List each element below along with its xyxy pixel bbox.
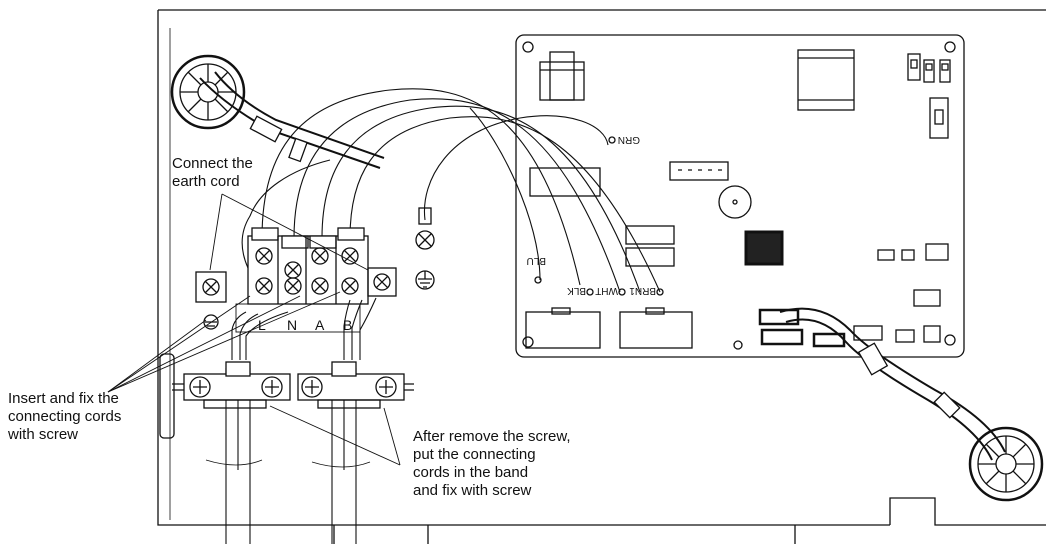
pcb-label-blk: BLK [567, 285, 586, 296]
terminal-label-a: A [315, 317, 325, 333]
cable-bands [159, 353, 414, 439]
callout-connect-earth-cord: Connect the earth cord [172, 155, 253, 190]
terminal-label-group: L N A B [258, 317, 352, 333]
right-grommet [968, 426, 1044, 502]
connecting-cords [205, 297, 377, 544]
left-earth-terminal [195, 271, 227, 330]
terminal-label-l: L [258, 317, 266, 333]
leader-lines [107, 193, 401, 466]
terminal-label-n: N [287, 317, 297, 333]
callout-insert-and-fix-cords: Insert and fix the connecting cords with… [8, 390, 122, 443]
pcb-label-brn1: BRN1 [629, 285, 656, 296]
wire-bundle [241, 88, 661, 293]
right-earth-terminal [367, 267, 397, 297]
pcb-label-grn: GRN [618, 134, 640, 145]
callout-band-instructions: After remove the screw, put the connecti… [413, 428, 571, 499]
pcb-label-wht: WHT [595, 285, 618, 296]
right-cable [779, 307, 1006, 461]
earth-screw-center [415, 207, 435, 290]
terminal-block [235, 227, 369, 333]
left-cable [199, 71, 385, 169]
terminal-label-b: B [343, 317, 352, 333]
control-box-frame [157, 9, 1046, 544]
pcb-label-blu: BLU [527, 255, 546, 266]
pcb-label-group: GRN BLU BLK WHT BRN1 [527, 134, 656, 296]
pcb-board [515, 34, 965, 358]
